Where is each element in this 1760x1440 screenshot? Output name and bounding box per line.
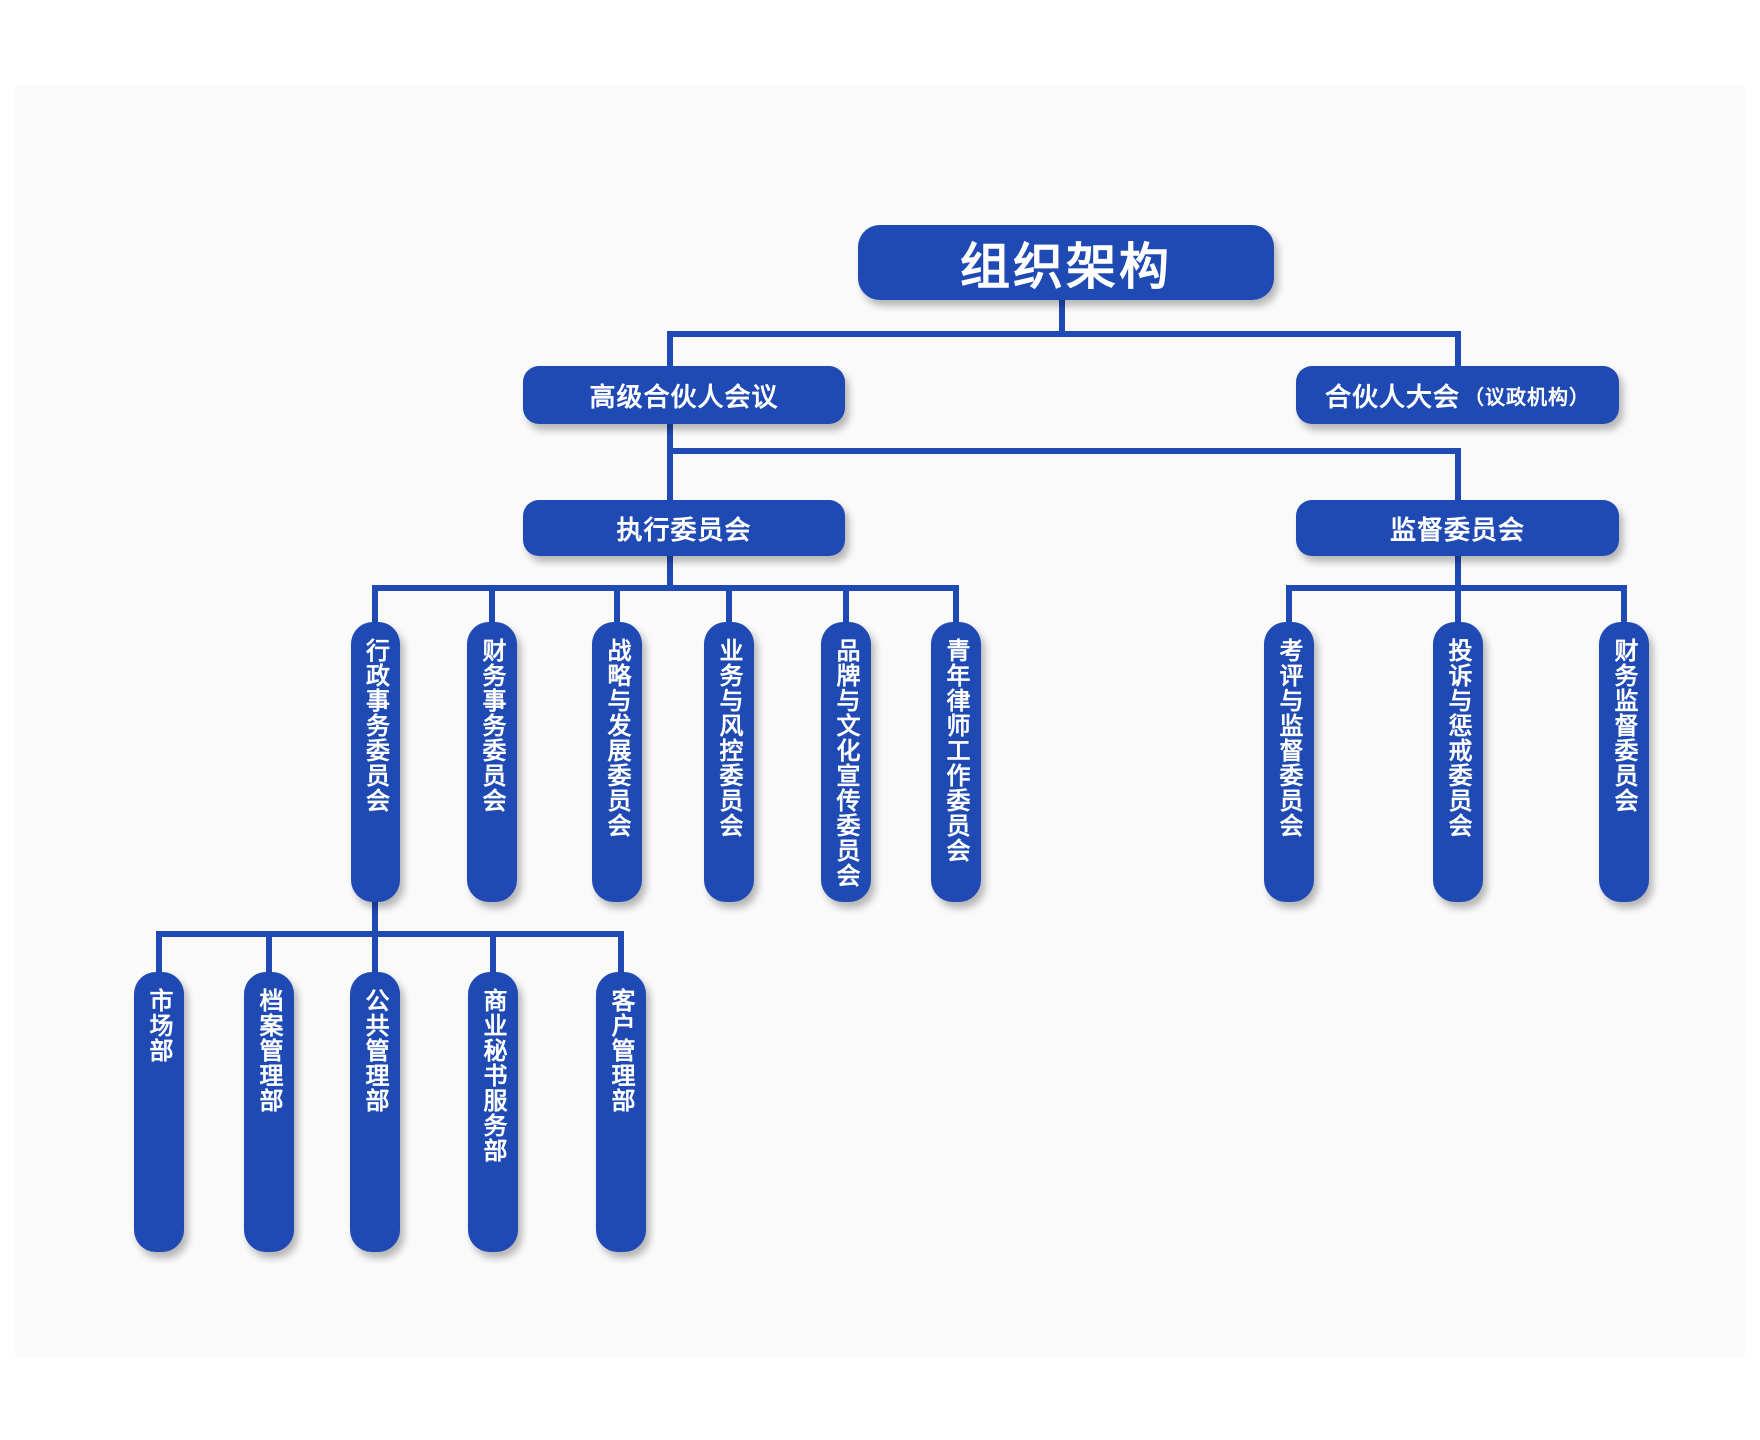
dept-5-label: 客户管理部 [607,988,635,1113]
supervisory-committee-label: 监督委员会 [1389,515,1525,546]
super-committee-3-label: 财务监督委员会 [1610,638,1638,813]
dept-2-label: 档案管理部 [255,988,283,1113]
partner-assembly-note: （议政机构） [1464,384,1590,409]
partner-assembly-node: 合伙人大会 （议政机构） [1296,366,1619,424]
senior-partner-meeting-label: 高级合伙人会议 [589,382,779,413]
exec-committee-2-label: 财务事务委员会 [478,638,506,813]
dept-2: 档案管理部 [244,972,294,1252]
root-label: 组织架构 [960,237,1172,296]
exec-committee-1-label: 行政事务委员会 [361,638,390,813]
executive-committee-label: 执行委员会 [616,515,752,546]
dept-4: 商业秘书服务部 [468,972,518,1252]
exec-committee-3: 战略与发展委员会 [592,622,642,902]
exec-committee-6-label: 青年律师工作委员会 [942,638,970,863]
exec-committee-5-label: 品牌与文化宣传委员会 [832,638,860,888]
super-committee-2: 投诉与惩戒委员会 [1433,622,1483,902]
dept-5: 客户管理部 [596,972,646,1252]
super-committee-1: 考评与监督委员会 [1264,622,1314,902]
super-committee-2-label: 投诉与惩戒委员会 [1444,638,1472,838]
exec-committee-5: 品牌与文化宣传委员会 [821,622,871,902]
root-node: 组织架构 [858,225,1274,300]
partner-assembly-label: 合伙人大会 [1324,382,1460,413]
super-committee-1-label: 考评与监督委员会 [1275,638,1303,838]
dept-3: 公共管理部 [350,972,400,1252]
exec-committee-3-label: 战略与发展委员会 [603,638,631,838]
super-committee-3: 财务监督委员会 [1599,622,1649,902]
executive-committee-node: 执行委员会 [523,500,845,556]
dept-4-label: 商业秘书服务部 [479,988,507,1163]
senior-partner-meeting-node: 高级合伙人会议 [523,366,845,424]
exec-committee-6: 青年律师工作委员会 [931,622,981,902]
exec-committee-4-label: 业务与风控委员会 [715,638,743,838]
dept-1: 市场部 [134,972,184,1252]
exec-committee-2: 财务事务委员会 [467,622,517,902]
supervisory-committee-node: 监督委员会 [1296,500,1619,556]
exec-committee-4: 业务与风控委员会 [704,622,754,902]
dept-3-label: 公共管理部 [361,988,389,1113]
exec-committee-1: 行政事务委员会 [351,622,400,902]
dept-1-label: 市场部 [145,988,173,1063]
